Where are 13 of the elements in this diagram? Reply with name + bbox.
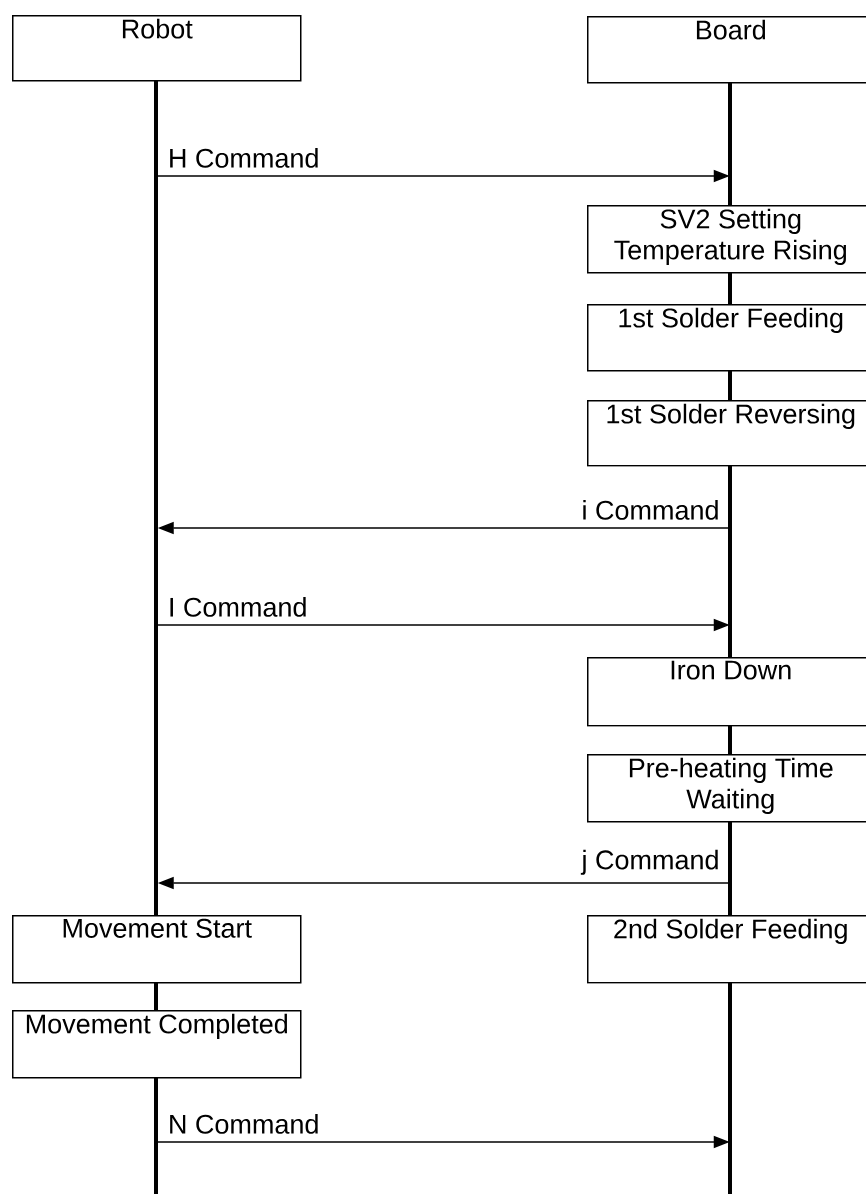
step-box: Iron Down: [587, 657, 866, 727]
step-box: 2nd Solder Feeding: [587, 915, 866, 984]
participant-box: Robot: [12, 15, 302, 82]
step-box: Pre-heating Time Waiting: [587, 754, 866, 823]
participant-box: Board: [587, 16, 866, 84]
edge-label: i Command: [580, 499, 721, 521]
edge-label: I Command: [166, 596, 309, 618]
step-box: SV2 Setting Temperature Rising: [587, 205, 866, 274]
step-box: 1st Solder Reversing: [587, 400, 866, 467]
step-box: 1st Solder Feeding: [587, 304, 866, 372]
edge-label: j Command: [580, 848, 721, 876]
edge-label: N Command: [166, 1113, 321, 1135]
edge-label: H Command: [166, 147, 321, 169]
